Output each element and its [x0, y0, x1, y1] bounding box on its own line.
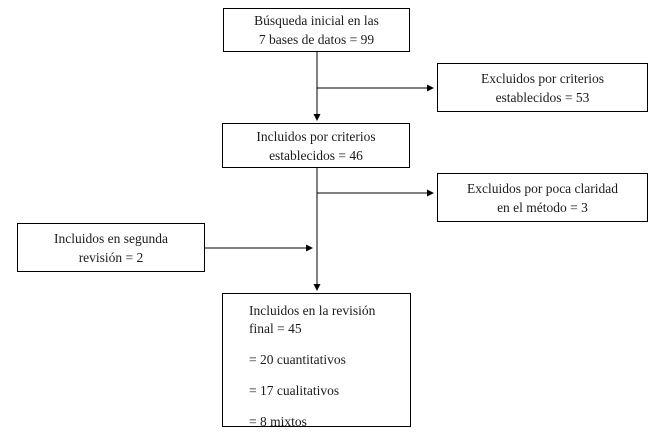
box-included-criteria: Incluidos por criterios establecidos = 4… — [222, 123, 410, 168]
box-final-review: Incluidos en la revisión final = 45 = 20… — [222, 293, 411, 429]
box-final-review-line: = 8 mixtos — [249, 414, 307, 429]
box-final-review-line: Incluidos en la revisión — [249, 303, 376, 318]
box-excluded-clarity-text: Excluidos por poca claridad en el método… — [466, 180, 619, 215]
box-excluded-criteria-text: Excluidos por criterios establecidos = 5… — [481, 70, 604, 105]
box-excluded-clarity: Excluidos por poca claridad en el método… — [437, 173, 648, 222]
box-excluded-criteria: Excluidos por criterios establecidos = 5… — [437, 63, 648, 112]
box-final-review-line: = 20 cuantitativos — [249, 352, 346, 367]
box-included-criteria-text: Incluidos por criterios establecidos = 4… — [256, 128, 376, 163]
box-second-review-text: Incluidos en segunda revisión = 2 — [54, 230, 168, 265]
box-final-review-line: = 17 cualitativos — [249, 383, 340, 398]
box-initial-search: Búsqueda inicial en las 7 bases de datos… — [223, 8, 410, 52]
box-final-review-line: final = 45 — [249, 321, 302, 336]
box-initial-search-text: Búsqueda inicial en las 7 bases de datos… — [254, 13, 379, 47]
box-second-review: Incluidos en segunda revisión = 2 — [17, 223, 205, 272]
